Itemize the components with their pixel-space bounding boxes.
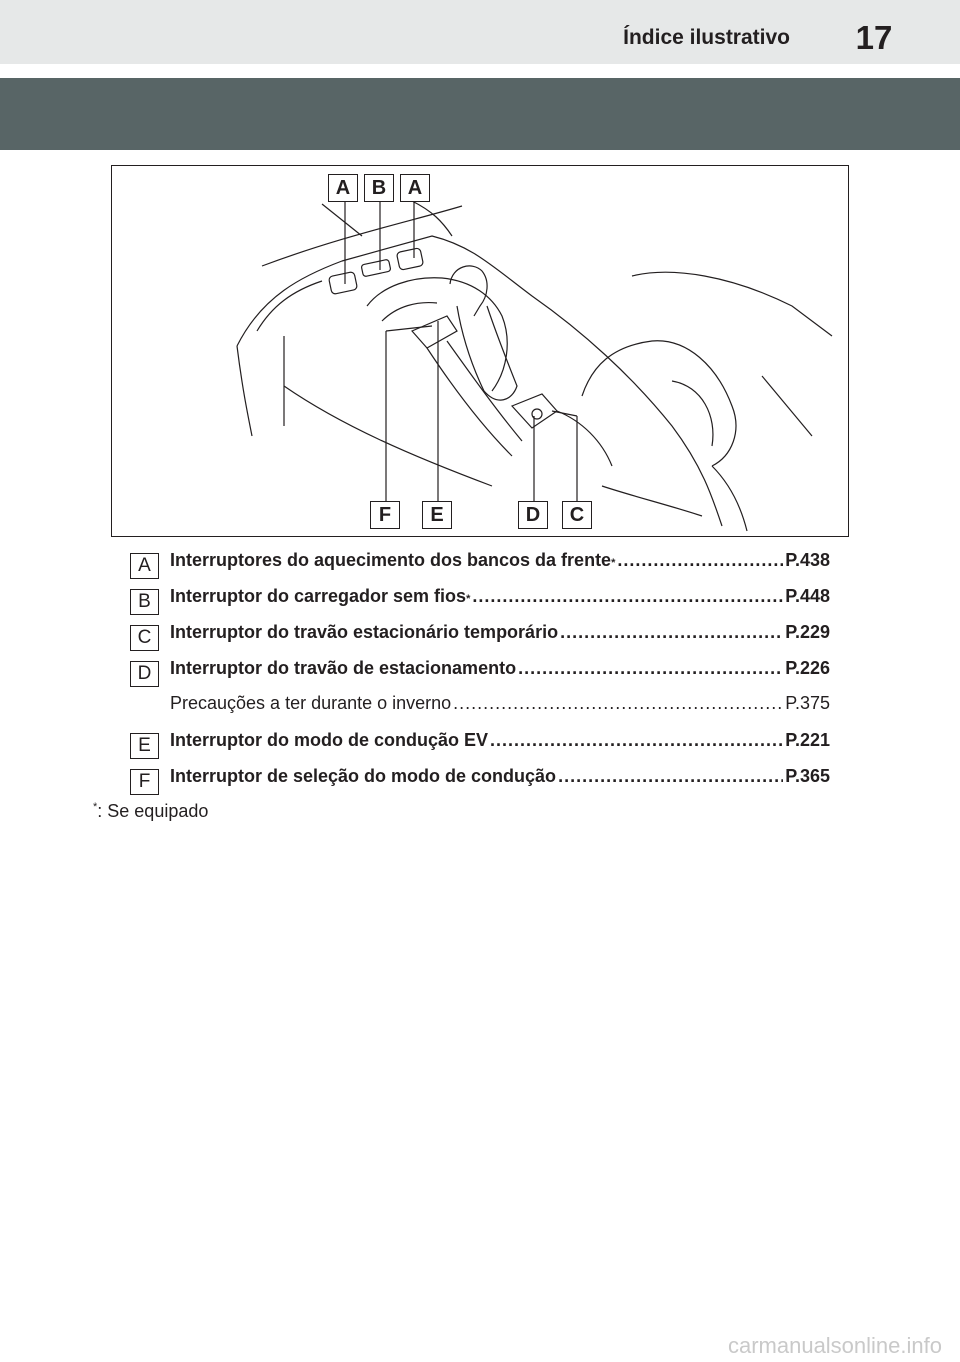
page-number: 17 [855, 19, 893, 56]
callout-e: E [422, 501, 452, 529]
list-subitem: Precauções a ter durante o inverno P.375 [130, 689, 830, 725]
item-tag: C [130, 625, 159, 651]
list-item: C Interruptor do travão estacionário tem… [130, 617, 830, 653]
callout-c: C [562, 501, 592, 529]
callout-a-left: A [328, 174, 358, 202]
page-ref-link[interactable]: P.221 [785, 730, 830, 750]
list-item: E Interruptor do modo de condução EV P.22… [130, 725, 830, 761]
footnote-text: : Se equipado [97, 801, 209, 821]
item-tag: F [130, 769, 159, 795]
item-text: Precauções a ter durante o inverno [170, 693, 452, 713]
footnote-mark: * [93, 801, 98, 813]
console-drawing [236, 200, 833, 532]
item-tag: B [130, 589, 159, 615]
footnote: *: Se equipado [93, 801, 208, 822]
callout-a-right: A [400, 174, 430, 202]
page-ref-link[interactable]: P.438 [785, 550, 830, 570]
list-item: D Interruptor do travão de estacionament… [130, 653, 830, 689]
item-tag: D [130, 661, 159, 687]
list-item: F Interruptor de seleção do modo de cond… [130, 761, 830, 797]
console-illustration: A B A F E D C [111, 165, 849, 537]
item-text: Interruptor de seleção do modo de conduç… [170, 766, 557, 786]
page-ref-link[interactable]: P.365 [785, 766, 830, 786]
item-text: Interruptor do travão estacionário tempo… [170, 622, 559, 642]
page-ref-link[interactable]: P.448 [785, 586, 830, 606]
page-ref-link[interactable]: P.226 [785, 658, 830, 678]
page-header: Índice ilustrativo 17 [0, 0, 960, 64]
header-band [0, 78, 960, 150]
item-text: Interruptor do travão de estacionamento [170, 658, 517, 678]
item-tag: A [130, 553, 159, 579]
item-text: Interruptores do aquecimento dos bancos … [170, 550, 612, 570]
callout-f: F [370, 501, 400, 529]
item-list: A Interruptores do aquecimento dos banco… [130, 545, 830, 797]
watermark: carmanualsonline.info [727, 1333, 942, 1358]
item-tag: E [130, 733, 159, 759]
callout-b: B [364, 174, 394, 202]
section-title: Índice ilustrativo [623, 26, 790, 49]
list-item: B Interruptor do carregador sem fios*P.4… [130, 581, 830, 617]
item-text: Interruptor do modo de condução EV [170, 730, 489, 750]
callout-d: D [518, 501, 548, 529]
page-ref-link[interactable]: P.375 [785, 693, 830, 713]
page-ref-link[interactable]: P.229 [785, 622, 830, 642]
list-item: A Interruptores do aquecimento dos banco… [130, 545, 830, 581]
item-text: Interruptor do carregador sem fios [170, 586, 467, 606]
